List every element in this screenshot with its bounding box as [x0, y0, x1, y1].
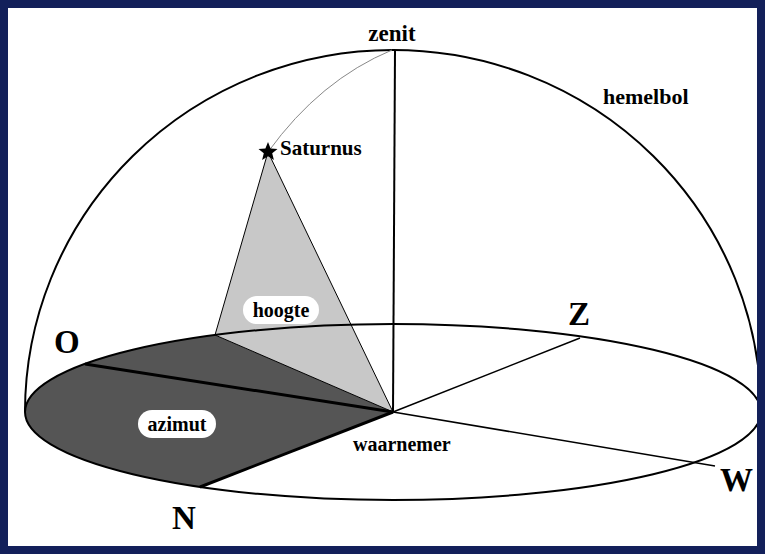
azimuth-label: azimut — [138, 410, 217, 438]
planet-label: Saturnus — [280, 138, 362, 159]
zenith-label: zenit — [368, 22, 415, 45]
star-symbol — [259, 142, 278, 160]
sphere-label: hemelbol — [603, 86, 689, 108]
direction-letter: O — [54, 326, 80, 359]
altitude-triangle — [215, 152, 393, 412]
direction-letter: N — [172, 502, 196, 535]
altitude-label: hoogte — [243, 296, 320, 324]
horizon-ellipse — [25, 324, 757, 500]
observer-label: waarnemer — [353, 434, 451, 454]
east-line — [85, 364, 393, 412]
vertical-circle-arc — [268, 50, 392, 152]
zenith-line — [393, 50, 395, 412]
direction-letter: W — [720, 464, 753, 497]
celestial-dome — [25, 50, 757, 412]
diagram-area: zenit hemelbolSaturnus hoogte azimut waarnem… — [8, 8, 757, 546]
direction-letter: Z — [568, 298, 590, 331]
south-line — [393, 338, 580, 412]
